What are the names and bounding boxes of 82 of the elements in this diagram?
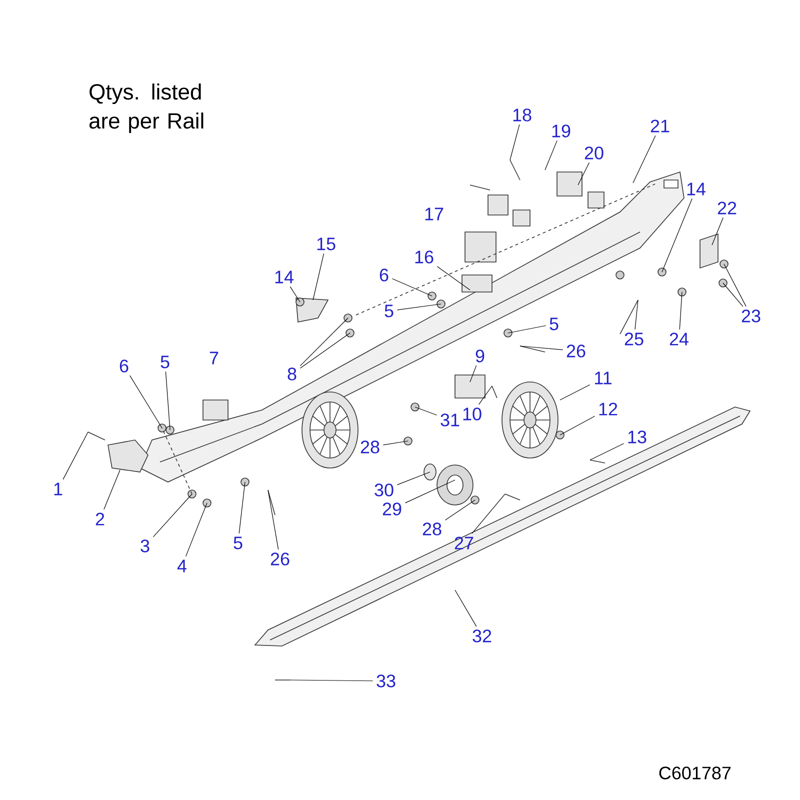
leader-line [382, 440, 408, 446]
leader-line [414, 406, 438, 416]
callout-number: 17 [425, 208, 444, 220]
leader-line [679, 292, 682, 330]
callout-number: 8 [288, 368, 296, 380]
callout-number: 9 [476, 350, 484, 362]
callout-number: 14 [687, 182, 706, 196]
callout-number: 13 [628, 430, 646, 444]
leader-line [392, 278, 432, 296]
callout-number: 28 [360, 440, 380, 454]
callout-number: 6 [380, 268, 388, 282]
leader-line [508, 325, 546, 334]
leader-line [634, 300, 638, 330]
callout-number: 26 [566, 344, 586, 358]
leader-line [590, 443, 624, 460]
callout-number: 20 [584, 146, 604, 160]
callout-number: 23 [742, 310, 760, 322]
callout-number: 21 [650, 120, 670, 132]
leader-line [186, 502, 208, 557]
callout-number: 25 [624, 332, 644, 346]
leader-line [712, 217, 724, 246]
callout-number: 7 [210, 352, 218, 364]
callout-number: 30 [374, 484, 394, 496]
leader-line [152, 494, 192, 538]
leader-line [478, 386, 492, 405]
leader-line [560, 416, 596, 436]
leader-line [578, 162, 590, 186]
callout-number: 5 [234, 536, 242, 550]
leader-line [396, 472, 430, 486]
leader-line [510, 124, 520, 160]
callout-number: 12 [599, 402, 618, 416]
callout-number: 32 [472, 630, 492, 642]
leader-line [312, 253, 324, 300]
callout-number: 10 [463, 408, 482, 420]
callout-number: 2 [96, 512, 104, 526]
leader-line [722, 282, 744, 307]
callout-number: 31 [440, 414, 460, 426]
callout-number: 24 [670, 332, 688, 346]
callout-number: 14 [275, 270, 294, 284]
callout-number: 28 [422, 522, 442, 536]
leader-line [632, 135, 656, 184]
leader-line [662, 198, 692, 272]
callout-number: 5 [160, 356, 170, 368]
callout-number: 1 [54, 482, 62, 496]
callout-number: 15 [317, 238, 336, 250]
leader-line [436, 266, 470, 290]
leader-line [130, 375, 162, 428]
leader-line [290, 286, 300, 302]
callout-number: 3 [140, 540, 150, 552]
callout-number: 26 [270, 552, 290, 566]
callout-number: 5 [384, 304, 394, 318]
leader-line [396, 304, 442, 310]
leader-line [560, 384, 590, 400]
callout-number: 27 [454, 536, 474, 550]
drawing-code: C601787 [659, 766, 731, 780]
callout-number: 33 [376, 674, 396, 688]
leader-line [300, 332, 350, 368]
callout-number: 22 [718, 202, 736, 214]
leader-line [544, 140, 558, 170]
callout-number: 16 [415, 250, 434, 264]
callout-number: 29 [382, 502, 402, 516]
leader-line [454, 590, 477, 627]
leader-line [165, 371, 170, 430]
callout-number: 11 [595, 372, 612, 384]
leader-line [300, 318, 348, 366]
callout-number: 4 [177, 560, 186, 572]
callout-number: 5 [550, 318, 558, 330]
leader-line [470, 365, 477, 382]
leader-line [444, 500, 476, 520]
callout-number: 19 [552, 124, 570, 138]
leader-line [404, 480, 456, 504]
leader-line [520, 346, 564, 350]
note-text: Qtys. listed are per Rail [89, 84, 204, 134]
callout-number: 18 [513, 108, 532, 122]
leader-line [104, 470, 120, 510]
leader-line [62, 432, 88, 480]
leader-line [472, 494, 506, 534]
leader-line [268, 490, 279, 550]
callout-number: 6 [120, 360, 128, 372]
leader-line [724, 264, 746, 307]
leader-line [290, 680, 374, 682]
leader-line [238, 482, 246, 534]
